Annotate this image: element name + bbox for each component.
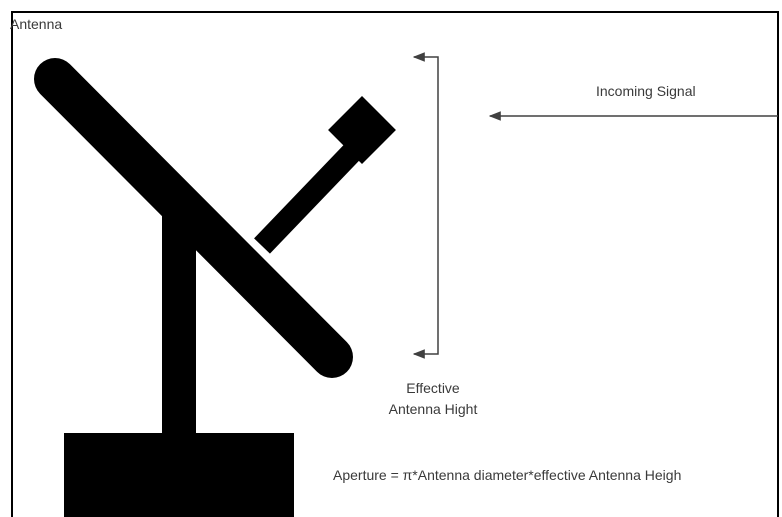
diagram-title: Antenna bbox=[10, 16, 63, 32]
feed-arm bbox=[254, 140, 364, 254]
incoming-signal-label: Incoming Signal bbox=[596, 83, 696, 99]
aperture-formula: Aperture = π*Antenna diameter*effective … bbox=[333, 467, 682, 483]
feed-horn bbox=[328, 96, 396, 164]
effective-height-label: Effective Antenna Hight bbox=[362, 378, 504, 420]
antenna-dish bbox=[34, 58, 353, 378]
antenna-post bbox=[162, 216, 196, 434]
diagram-border bbox=[11, 11, 779, 517]
effective-height-label-line1: Effective bbox=[406, 380, 460, 396]
effective-height-bracket bbox=[412, 52, 439, 359]
antenna-base bbox=[64, 433, 294, 517]
effective-height-label-line2: Antenna Hight bbox=[388, 401, 478, 417]
